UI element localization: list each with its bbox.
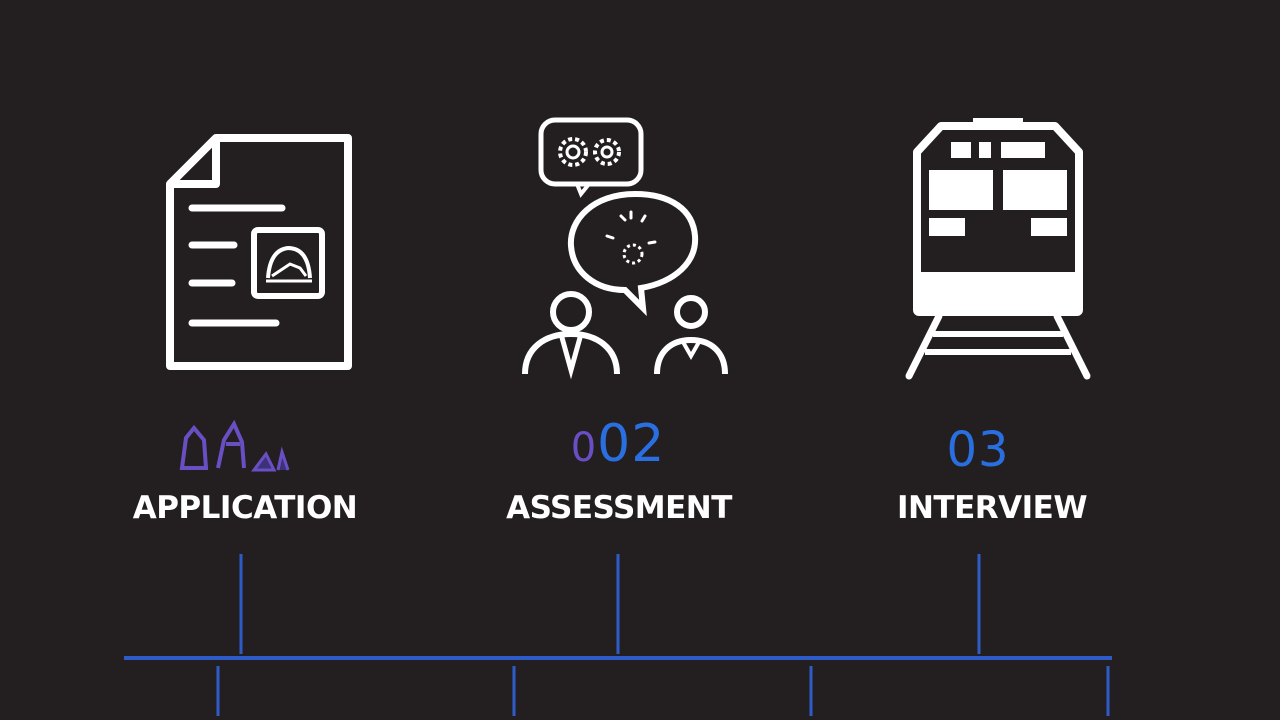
step-1-number-graphic bbox=[179, 419, 290, 472]
step-2-label: ASSESSMENT bbox=[506, 490, 732, 526]
step-3-number-value: 03 bbox=[946, 422, 1010, 478]
step-2-number-value: 02 bbox=[597, 414, 666, 474]
step-3-number: 03 bbox=[858, 422, 1098, 478]
step-3-label: INTERVIEW bbox=[896, 490, 1088, 526]
step-2-number: 002 bbox=[498, 414, 738, 474]
train-icon bbox=[905, 118, 1091, 380]
discussion-icon bbox=[522, 117, 728, 380]
step-2-number-prefix: 0 bbox=[570, 425, 598, 471]
document-icon bbox=[166, 134, 352, 370]
step-1-label: APPLICATION bbox=[132, 490, 358, 526]
